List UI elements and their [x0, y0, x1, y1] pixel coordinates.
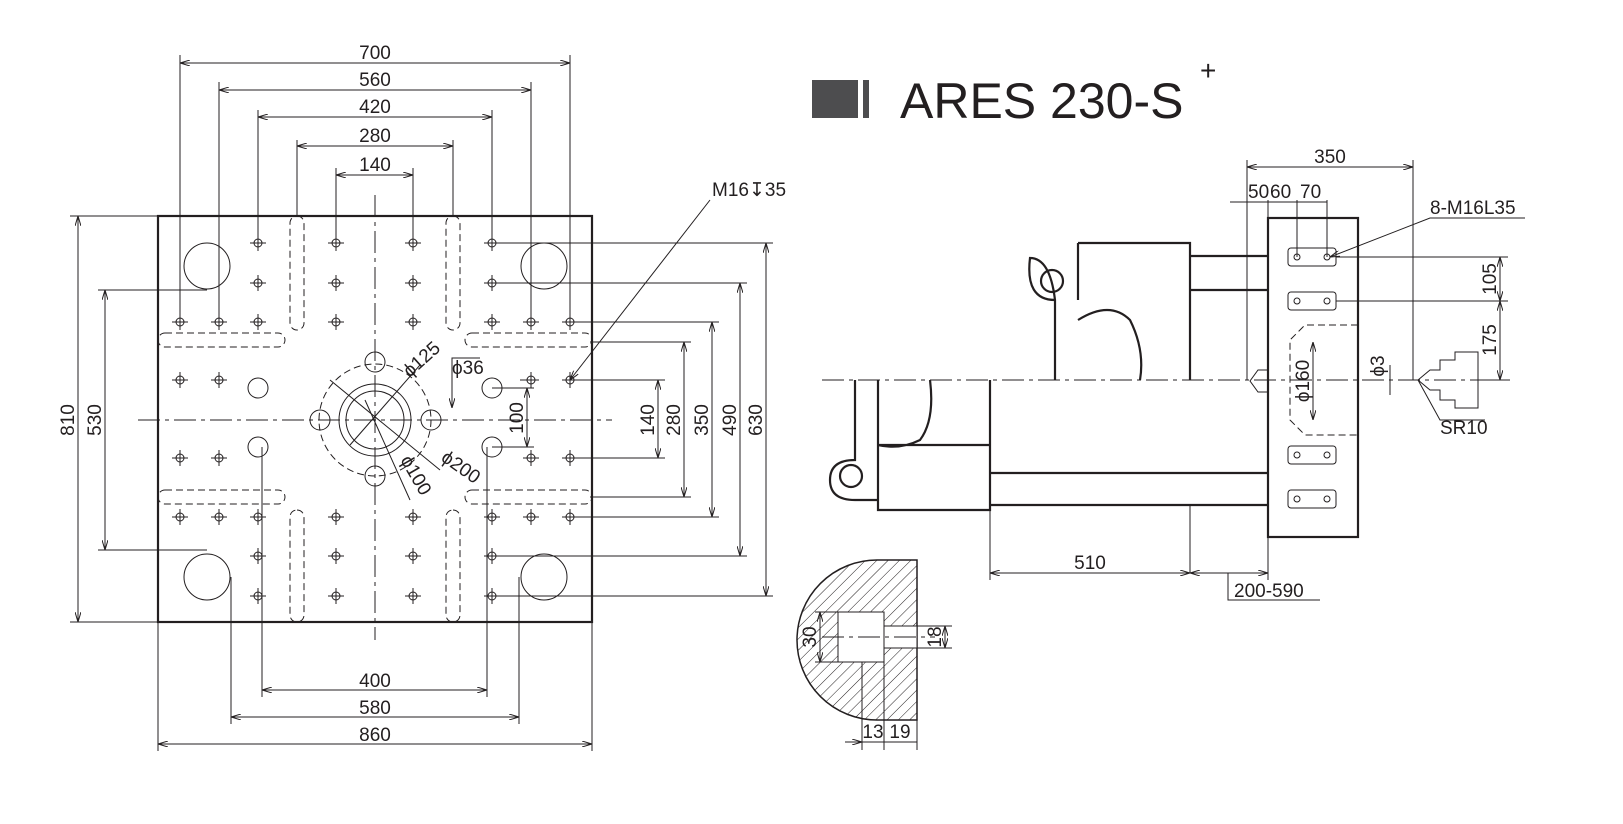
front-platen-view: 700 560 420 280 140 400 580 860 810 530 …: [58, 43, 786, 751]
model-title: ARES 230-S: [900, 73, 1183, 129]
hole-center-mark: [328, 588, 344, 604]
dim-280: 280: [359, 126, 391, 147]
dim-60: 60: [1270, 182, 1291, 203]
dia-36: ϕ36: [452, 358, 484, 379]
dim-700: 700: [359, 43, 391, 64]
hole-center-mark: [328, 275, 344, 291]
dim-530: 530: [85, 404, 106, 436]
dim-490: 490: [720, 404, 741, 436]
model-superscript: +: [1200, 55, 1216, 86]
hole-center-mark: [523, 509, 539, 525]
dim-400: 400: [359, 671, 391, 692]
dia-160: ϕ160: [1293, 360, 1314, 402]
dim-105: 105: [1480, 263, 1501, 295]
hole-center-mark: [250, 509, 266, 525]
hole-center-mark: [172, 509, 188, 525]
hole-center-mark: [328, 314, 344, 330]
dim-560: 560: [359, 70, 391, 91]
hole-center-mark: [250, 314, 266, 330]
hole-center-mark: [172, 372, 188, 388]
hole-center-mark: [250, 588, 266, 604]
dim-19: 19: [889, 722, 910, 743]
dim-140v: 140: [638, 404, 659, 436]
dim-860: 860: [359, 725, 391, 746]
hole-center-mark: [328, 548, 344, 564]
hole-center-mark: [484, 509, 500, 525]
dim-140: 140: [359, 155, 391, 176]
title-marker: [812, 80, 858, 118]
dia-125: ϕ125: [399, 338, 445, 382]
dim-100: 100: [507, 402, 528, 434]
bolt-callout: 8-M16L35: [1430, 198, 1516, 219]
hole-center-mark: [211, 450, 227, 466]
dim-420: 420: [359, 97, 391, 118]
dia-100: ϕ100: [396, 452, 435, 499]
hole-center-mark: [405, 509, 421, 525]
hole-center-mark: [328, 509, 344, 525]
dia-200: ϕ200: [437, 447, 484, 488]
hole-center-mark: [211, 372, 227, 388]
dim-30: 30: [800, 626, 821, 647]
sr10-callout: SR10: [1440, 418, 1488, 439]
dim-stroke: 200-590: [1234, 581, 1304, 602]
hole-center-mark: [405, 588, 421, 604]
side-view: 350 50 60 70 8-M16L35 105 175 ϕ3 ϕ160 SR…: [822, 147, 1525, 602]
hole-center-mark: [405, 314, 421, 330]
hole-center-mark: [405, 548, 421, 564]
dim-50: 50: [1248, 182, 1269, 203]
hole-center-mark: [250, 275, 266, 291]
hole-center-mark: [523, 450, 539, 466]
hole-center-mark: [172, 450, 188, 466]
dim-13: 13: [862, 722, 883, 743]
hole-center-mark: [523, 372, 539, 388]
hole-center-mark: [211, 509, 227, 525]
dim-350-side: 350: [1314, 147, 1346, 168]
dim-280v: 280: [664, 404, 685, 436]
title-block: ARES 230-S +: [812, 55, 1216, 129]
nozzle-section: 30 18 13 19: [796, 559, 952, 750]
dia-3: ϕ3: [1368, 355, 1389, 376]
dim-580: 580: [359, 698, 391, 719]
dim-18: 18: [925, 626, 946, 647]
thread-callout: M16↧35: [712, 180, 786, 201]
dim-350: 350: [692, 404, 713, 436]
dim-70: 70: [1300, 182, 1321, 203]
dim-810: 810: [58, 404, 79, 436]
dim-510: 510: [1074, 553, 1106, 574]
locating-ring: [247, 351, 503, 501]
dim-630: 630: [746, 404, 767, 436]
hole-center-mark: [484, 314, 500, 330]
hole-center-mark: [405, 275, 421, 291]
dim-175: 175: [1480, 324, 1501, 356]
hole-center-mark: [250, 548, 266, 564]
